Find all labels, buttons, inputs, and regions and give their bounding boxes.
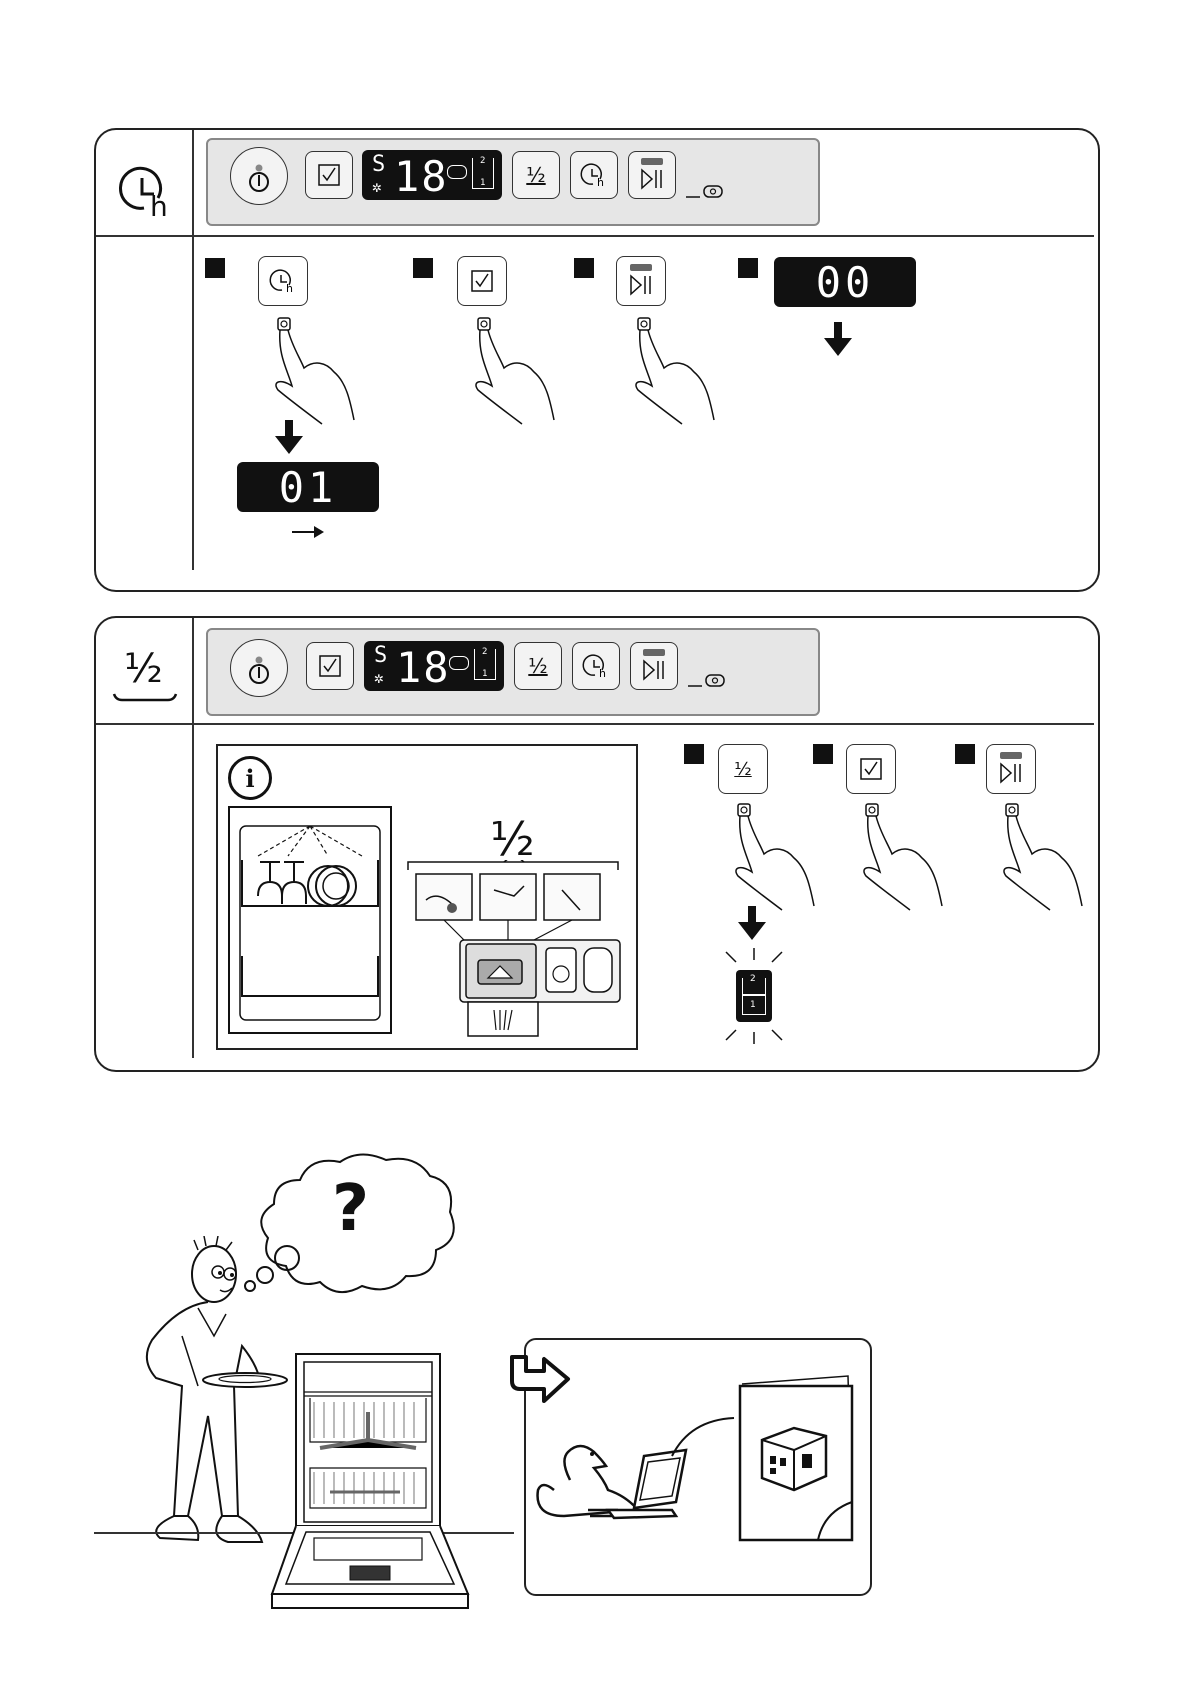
delay-clock-icon: h <box>118 164 174 220</box>
program-check-icon <box>859 757 883 781</box>
panel-display: S ✲ 18 2 1 <box>362 150 502 200</box>
delay-button[interactable]: h <box>258 256 308 306</box>
indicator-frame <box>742 978 766 1015</box>
delay-clock-icon: h <box>580 161 608 189</box>
program-button[interactable] <box>846 744 896 794</box>
svg-text:h: h <box>597 176 604 189</box>
svg-text:h: h <box>286 282 293 295</box>
rinse-aid-icon: ✲ <box>372 177 382 196</box>
half-load-header-icon: ½ <box>112 646 178 702</box>
indicator-divider <box>742 994 766 996</box>
pressing-hand-icon <box>630 316 740 426</box>
info-symbol: i <box>245 764 254 793</box>
section-divider <box>96 235 1094 237</box>
power-icon <box>231 148 287 204</box>
half-load-button[interactable]: ½ <box>512 151 560 199</box>
delay-button[interactable]: h <box>570 151 618 199</box>
panel-display: S ✲ 18 2 1 <box>364 641 504 691</box>
power-button[interactable] <box>230 147 288 205</box>
step-marker <box>413 258 433 278</box>
arrow-down-icon <box>275 420 303 454</box>
diagram-half-label: ½ <box>490 812 535 866</box>
program-button[interactable] <box>305 151 353 199</box>
section-divider <box>192 130 194 570</box>
upper-basket-illustration <box>228 806 392 1034</box>
open-dishwasher-illustration <box>270 1352 470 1610</box>
arrow-down-icon <box>824 322 852 356</box>
floor-line <box>470 1532 514 1534</box>
autoopen-indicator-icon <box>686 183 724 199</box>
start-pause-icon <box>996 752 1026 786</box>
step-marker <box>738 258 758 278</box>
power-button[interactable] <box>230 639 288 697</box>
step-marker <box>955 744 975 764</box>
start-pause-icon <box>637 158 667 192</box>
tablet-icon <box>447 165 467 179</box>
power-icon <box>231 640 287 696</box>
step1-result-value: 01 <box>279 463 338 512</box>
info-icon: i <box>228 756 272 800</box>
level-frame <box>472 158 494 189</box>
step-marker <box>813 744 833 764</box>
level-frame <box>474 649 496 680</box>
delay-button[interactable]: h <box>572 642 620 690</box>
arrow-down-icon <box>738 906 766 940</box>
detergent-dispenser-illustration <box>404 860 622 1038</box>
start-pause-icon <box>626 264 656 298</box>
program-check-icon <box>317 163 341 187</box>
pressing-hand-icon <box>730 802 840 912</box>
refer-arrow-icon <box>508 1355 572 1405</box>
delay-clock-icon: h <box>582 652 610 680</box>
start-pause-button[interactable] <box>616 256 666 306</box>
autoopen-indicator-icon <box>688 672 726 688</box>
step1-result-display: 01 <box>237 462 379 512</box>
program-check-icon <box>318 654 342 678</box>
pressing-hand-icon <box>858 802 968 912</box>
step-marker <box>205 258 225 278</box>
half-load-header-symbol: ½ <box>124 646 163 692</box>
section-divider <box>96 723 1094 725</box>
program-button[interactable] <box>457 256 507 306</box>
half-load-label: ½ <box>526 163 545 187</box>
program-button[interactable] <box>306 642 354 690</box>
svg-text:h: h <box>599 667 606 680</box>
connection-line <box>670 1414 736 1458</box>
display-value: 18 <box>394 152 449 201</box>
half-load-button[interactable]: ½ <box>514 642 562 690</box>
pressing-hand-icon <box>470 316 580 426</box>
display-value: 18 <box>396 643 451 692</box>
pressing-hand-icon <box>998 802 1088 912</box>
delay-clock-icon: h <box>269 267 297 295</box>
salt-indicator: S <box>374 643 387 668</box>
pressing-hand-icon <box>270 316 380 426</box>
step4-display: 00 <box>774 257 916 307</box>
step4-display-value: 00 <box>816 258 875 307</box>
program-check-icon <box>470 269 494 293</box>
step-marker <box>684 744 704 764</box>
start-pause-icon <box>639 649 669 683</box>
half-load-button[interactable]: ½ <box>718 744 768 794</box>
step-marker <box>574 258 594 278</box>
salt-indicator: S <box>372 152 385 177</box>
half-load-label: ½ <box>734 759 751 780</box>
section-divider <box>192 618 194 1058</box>
tablet-icon <box>449 656 469 670</box>
delay-h-label: h <box>150 190 168 223</box>
basket-level-indicator: 2 1 <box>736 970 772 1022</box>
start-pause-button[interactable] <box>986 744 1036 794</box>
half-load-label: ½ <box>528 654 547 678</box>
question-mark: ? <box>332 1172 369 1246</box>
start-pause-button[interactable] <box>630 642 678 690</box>
start-pause-button[interactable] <box>628 151 676 199</box>
user-manual-booklet-illustration <box>738 1372 858 1542</box>
arrow-right-icon <box>292 524 324 540</box>
rinse-aid-icon: ✲ <box>374 668 384 687</box>
control-panel <box>206 628 820 716</box>
